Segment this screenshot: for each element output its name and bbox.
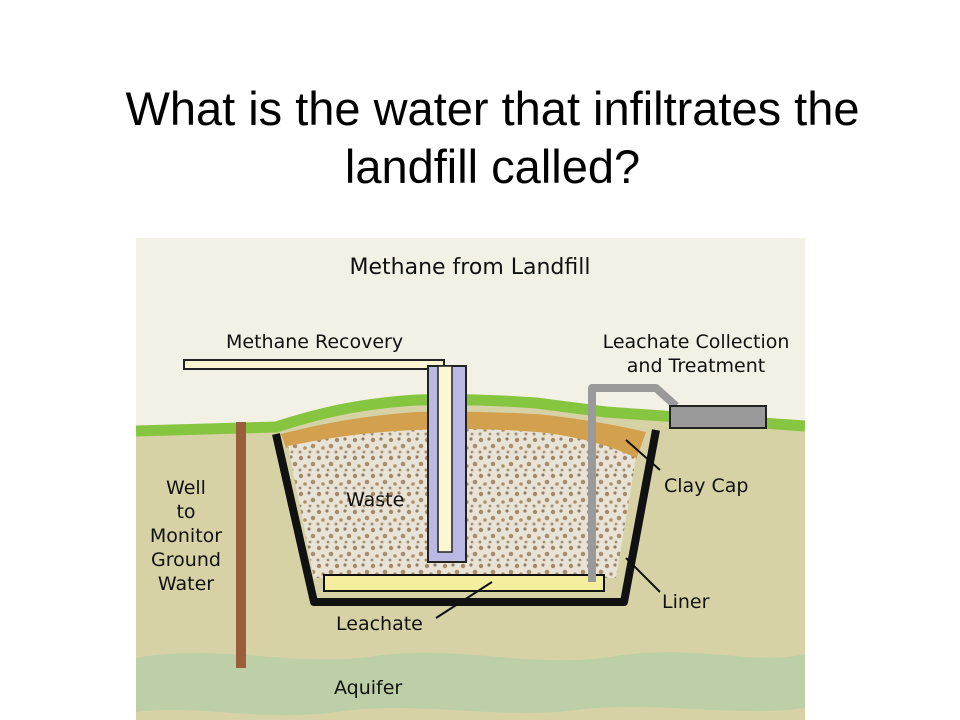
- label-aquifer: Aquifer: [334, 677, 402, 699]
- label-well-line2: to: [176, 501, 195, 523]
- label-well-line4: Ground: [151, 549, 221, 571]
- aquifer-layer: [136, 652, 805, 716]
- label-leachate-collection-line2: and Treatment: [627, 355, 765, 377]
- clay-cap-pointer: [625, 439, 661, 471]
- methane-pipe-vertical-inner: [437, 365, 453, 553]
- label-well-line3: Monitor: [150, 525, 222, 547]
- label-leachate: Leachate: [336, 613, 423, 635]
- leachate-collection-pipe: [588, 384, 679, 582]
- landfill-diagram-svg: Methane from Landfill Methane Recovery L…: [136, 238, 805, 720]
- label-clay-cap: Clay Cap: [664, 475, 748, 497]
- liner-pointer: [625, 557, 661, 593]
- label-liner: Liner: [662, 591, 710, 613]
- leachate-layer: [323, 574, 605, 592]
- leachate-pointer: [435, 581, 493, 619]
- label-waste: Waste: [346, 489, 404, 511]
- label-well-line1: Well: [166, 477, 206, 499]
- label-leachate-collection-line1: Leachate Collection: [603, 331, 790, 353]
- methane-pipe-horizontal: [183, 359, 445, 370]
- grass-surface: [136, 394, 805, 437]
- landfill-diagram: Methane from Landfill Methane Recovery L…: [136, 238, 805, 720]
- question-title: What is the water that infiltrates the l…: [40, 80, 945, 196]
- question-line-2: landfill called?: [344, 140, 641, 193]
- treatment-tank: [669, 405, 767, 429]
- label-well-line5: Water: [158, 573, 214, 595]
- question-line-1: What is the water that infiltrates the: [125, 82, 860, 135]
- label-methane-recovery: Methane Recovery: [226, 331, 403, 353]
- diagram-title: Methane from Landfill: [350, 255, 591, 280]
- monitoring-well-pipe: [236, 422, 246, 668]
- landfill-liner: [272, 429, 660, 606]
- clay-cap: [281, 411, 646, 460]
